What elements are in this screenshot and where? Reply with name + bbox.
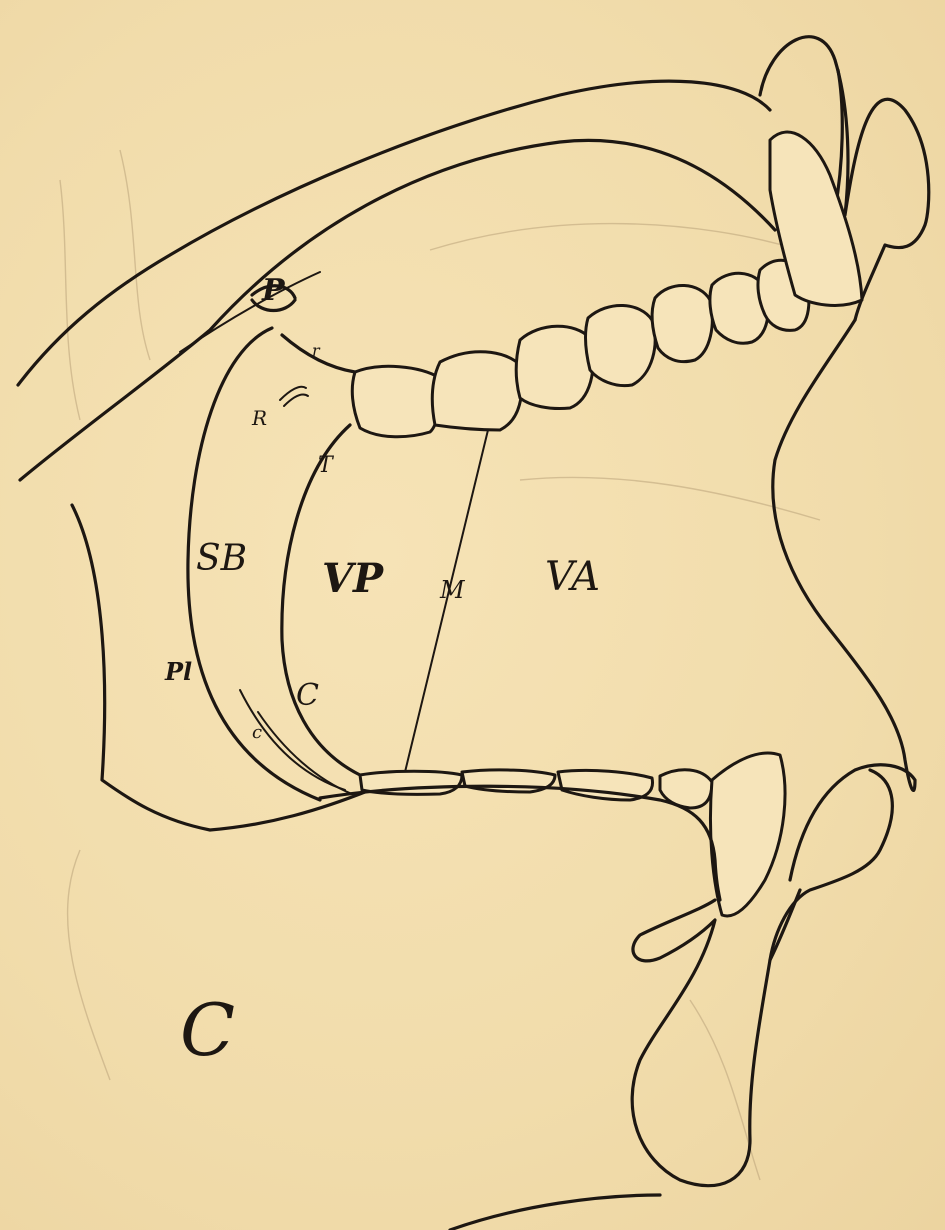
label-c-upper: C — [296, 678, 319, 713]
tongue-floor-line — [320, 786, 720, 900]
neck-line — [450, 1195, 660, 1230]
label-r: R — [251, 406, 267, 430]
label-p: P — [261, 273, 286, 308]
label-vp: VP — [322, 555, 385, 602]
label-small-r: r — [312, 341, 321, 360]
label-c-lower: c — [252, 722, 262, 743]
label-va: VA — [545, 554, 600, 600]
label-t: T — [318, 453, 335, 478]
face-profile-line — [773, 320, 915, 880]
label-pl: Pl — [164, 657, 192, 686]
lower-lip-inner — [770, 890, 800, 960]
upper-teeth — [352, 132, 862, 437]
soft-palate-line — [180, 272, 320, 352]
label-m: M — [439, 576, 466, 604]
r-marker-glyph — [280, 387, 308, 406]
lower-teeth — [360, 753, 785, 916]
label-big-c: C — [180, 988, 235, 1072]
label-sb: SB — [196, 538, 247, 579]
